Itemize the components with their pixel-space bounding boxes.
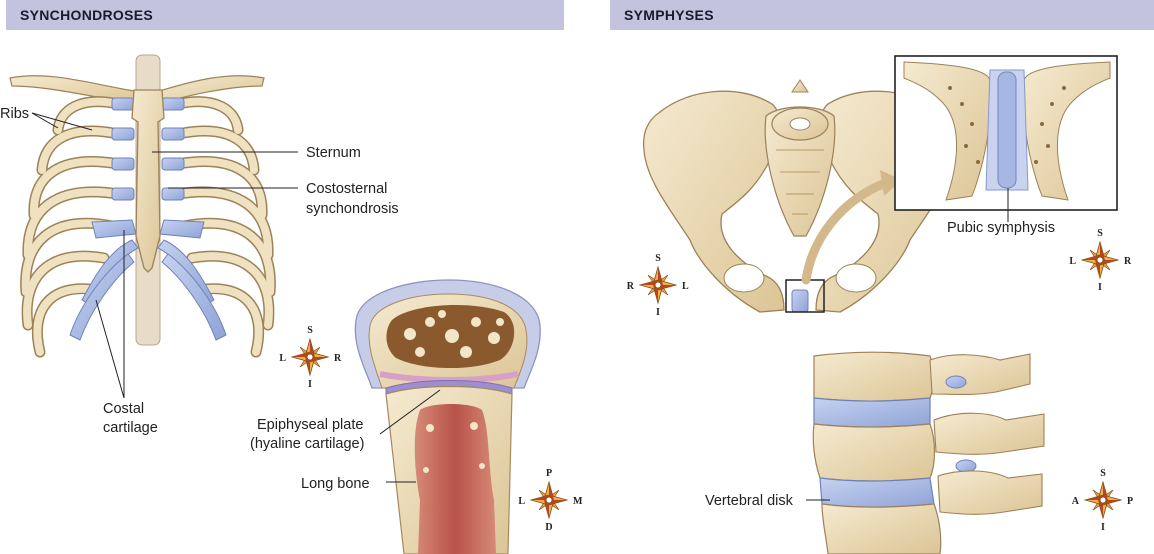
sternum [131,89,165,273]
compass-label-right: P [1127,496,1133,507]
synchondroses-title: SYNCHONDROSES [20,7,154,23]
pubic-symphysis-label: Pubic symphysis [947,220,1055,236]
compass-label-left: A [1072,496,1080,507]
synchondroses-banner: SYNCHONDROSES [6,0,564,30]
medullary-cavity [414,404,496,554]
epiphyseal-label-2: (hyaline cartilage) [250,436,364,452]
compass-label-bottom: I [1101,522,1105,533]
vertebral-disk-label: Vertebral disk [705,493,794,509]
compass-label-left: L [518,496,525,507]
symphyses-title: SYMPHYSES [624,7,714,23]
costal-label-2: cartilage [103,420,158,436]
costosternal-label-2: synchondrosis [306,201,399,217]
compass-label-top: S [655,253,661,264]
vertebra-compass: S I A P [1072,468,1133,533]
costosternal-label-1: Costosternal [306,181,387,197]
compass-label-right: M [573,496,583,507]
epiphyseal-label-1: Epiphyseal plate [257,417,363,433]
long-bone-label: Long bone [301,476,370,492]
vertebral-column-illustration [812,351,1045,554]
rib-cage-compass: S I L R [279,325,342,390]
compass-label-bottom: I [308,379,312,390]
vertebral-disk-upper [813,397,931,428]
sternum-label: Sternum [306,145,361,161]
long-bone-illustration [354,279,541,554]
pubic-symphysis-joint [791,289,809,313]
symphyses-banner: SYMPHYSES [610,0,1154,30]
compass-label-top: P [546,468,552,479]
pubic-symphysis-inset [894,55,1118,211]
costal-label-1: Costal [103,401,144,417]
compass-label-bottom: I [1098,282,1102,293]
compass-label-bottom: I [656,307,660,318]
pelvis-compass: S I R L [627,253,689,318]
compass-label-bottom: D [545,522,552,533]
compass-label-top: S [1097,228,1103,239]
left-hip-bone [642,90,785,313]
compass-label-right: L [682,281,689,292]
compass-label-top: S [1100,468,1106,479]
compass-label-right: R [1124,256,1132,267]
compass-label-left: L [1069,256,1076,267]
ribs-label: Ribs [0,106,29,122]
compass-label-left: R [627,281,635,292]
zoom-arrow [801,177,893,285]
compass-label-right: R [334,353,342,364]
compass-label-top: S [307,325,313,336]
pubic-inset-compass: S I L R [1069,228,1132,293]
long-bone-compass: P D L M [518,468,583,533]
vertebral-disk-lower [819,477,935,508]
rib-cage-illustration [9,54,276,358]
compass-label-left: L [279,353,286,364]
